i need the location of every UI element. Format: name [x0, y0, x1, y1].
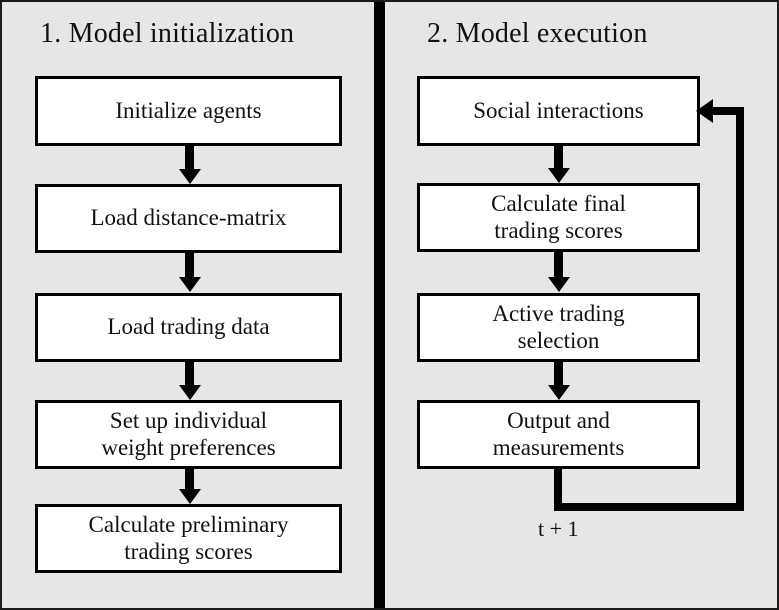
node-output-and-measurements[interactable]: Output and measurements — [417, 400, 700, 469]
node-line-1: Output and — [507, 408, 610, 434]
feedback-loop-arrowhead — [696, 99, 713, 123]
node-load-trading-data[interactable]: Load trading data — [35, 293, 342, 362]
feedback-loop-segment-bottom — [554, 503, 744, 511]
arrow-final-scores-to-active-trading — [554, 252, 563, 278]
node-initialize-agents[interactable]: Initialize agents — [35, 76, 342, 146]
node-label: Initialize agents — [44, 98, 333, 124]
node-load-distance-matrix[interactable]: Load distance-matrix — [35, 184, 342, 253]
node-line-1: Initialize agents — [115, 97, 262, 123]
node-calculate-preliminary-trading-scores[interactable]: Calculate preliminary trading scores — [35, 504, 342, 573]
feedback-loop-segment-up — [736, 111, 744, 511]
node-line-1: Social interactions — [473, 97, 644, 123]
arrow-active-trading-to-output — [554, 362, 563, 386]
node-set-up-weight-preferences[interactable]: Set up individual weight preferences — [35, 400, 342, 469]
node-line-2: measurements — [492, 434, 625, 460]
node-line-1: Active trading — [492, 301, 625, 327]
node-label: Active trading selection — [426, 301, 691, 353]
node-calculate-final-trading-scores[interactable]: Calculate final trading scores — [417, 183, 700, 252]
node-line-2: weight preferences — [101, 434, 276, 460]
node-label: Set up individual weight preferences — [44, 408, 333, 460]
node-line-2: selection — [517, 327, 600, 353]
node-label: Load distance-matrix — [44, 205, 333, 231]
panel-model-execution: 2. Model execution Social interactions C… — [385, 2, 777, 608]
node-line-1: Load distance-matrix — [90, 205, 287, 231]
node-label: Calculate preliminary trading scores — [44, 512, 333, 564]
node-line-2: trading scores — [124, 538, 253, 564]
node-line-1: Set up individual — [109, 408, 268, 434]
arrow-initialize-to-distance — [185, 146, 194, 170]
panel-title-model-execution: 2. Model execution — [427, 18, 648, 49]
node-label: Social interactions — [426, 98, 691, 124]
node-label: Calculate final trading scores — [426, 191, 691, 243]
node-label: Load trading data — [44, 314, 333, 340]
node-line-1: Calculate final — [491, 191, 626, 217]
arrow-weights-to-preliminary — [185, 469, 194, 490]
panel-title-model-initialization: 1. Model initialization — [40, 18, 295, 49]
node-label: Output and measurements — [426, 408, 691, 460]
arrow-trading-data-to-weights — [185, 362, 194, 386]
node-social-interactions[interactable]: Social interactions — [417, 76, 700, 146]
arrow-social-to-final-scores — [554, 146, 563, 169]
node-line-1: Load trading data — [107, 314, 270, 340]
panel-divider — [374, 2, 385, 608]
feedback-loop-segment-top — [711, 107, 744, 115]
panel-model-initialization: 1. Model initialization Initialize agent… — [2, 2, 374, 608]
node-active-trading-selection[interactable]: Active trading selection — [417, 293, 700, 362]
node-line-1: Calculate preliminary — [88, 512, 289, 538]
feedback-loop-segment-down — [554, 469, 562, 511]
feedback-loop-label: t + 1 — [538, 516, 579, 541]
arrow-distance-to-trading-data — [185, 253, 194, 278]
node-line-2: trading scores — [494, 217, 623, 243]
